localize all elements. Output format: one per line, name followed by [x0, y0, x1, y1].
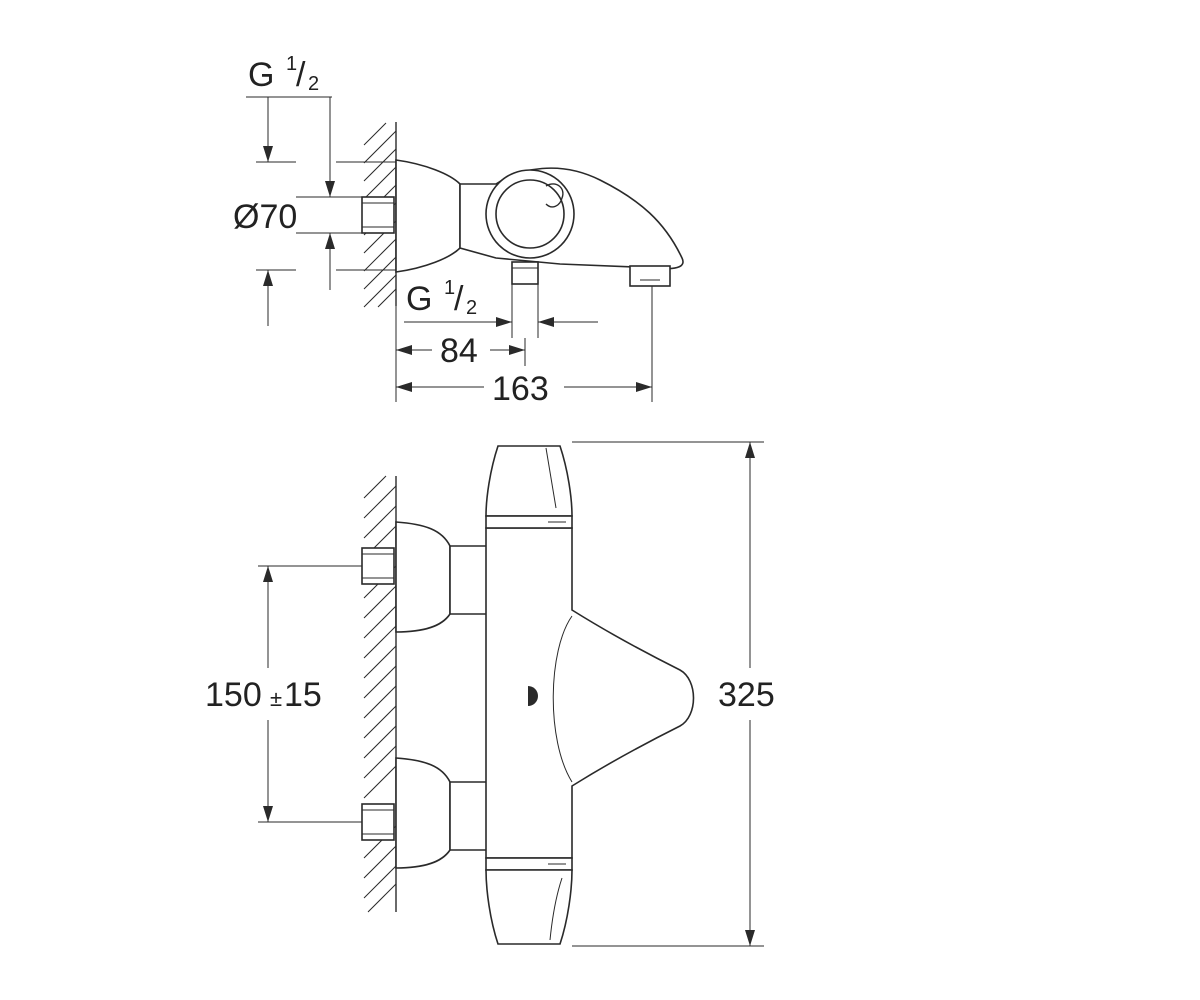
inlet-connector-upper	[361, 547, 395, 585]
top-view: G 1 / 2 Ø70 G 1 / 2 84	[233, 53, 684, 408]
handle-bottom-front	[485, 857, 573, 945]
thread-outlet-g: G	[406, 280, 432, 318]
svg-text:/: /	[454, 280, 464, 318]
thread-top-g: G	[248, 56, 274, 94]
outlet-offset-label: 84	[440, 332, 478, 370]
wall-front-view	[363, 475, 397, 913]
center-distance-pm: ±	[270, 686, 282, 711]
svg-text:/: /	[296, 56, 306, 94]
dimension-84: 84	[395, 306, 526, 402]
dimension-163: 163	[396, 286, 653, 408]
temperature-handle-top	[485, 169, 575, 259]
dimension-thread-outlet: G 1 / 2	[404, 277, 598, 338]
escutcheon-upper	[395, 521, 451, 633]
dimension-height: 325	[572, 441, 775, 947]
thread-outlet-den: 2	[466, 297, 477, 319]
center-distance-nominal: 150	[205, 676, 262, 714]
diameter-label: Ø70	[233, 198, 297, 236]
thread-top-num: 1	[286, 53, 297, 75]
inlet-connector-lower	[361, 803, 395, 841]
valve-body-front	[485, 527, 695, 859]
escutcheon-top	[395, 159, 461, 273]
front-view: 150 ± 15 325	[205, 441, 775, 947]
center-distance-tol: 15	[284, 676, 322, 714]
handle-top-front	[485, 445, 573, 529]
thread-top-den: 2	[308, 73, 319, 95]
depth-label: 163	[492, 370, 549, 408]
dimension-center-distance: 150 ± 15	[205, 565, 362, 823]
thread-outlet-num: 1	[444, 277, 455, 299]
dimension-thread-top: G 1 / 2	[246, 53, 396, 326]
height-label: 325	[718, 676, 775, 714]
escutcheon-lower	[395, 757, 451, 869]
inlet-connector-top	[361, 196, 395, 234]
diverter-indicator	[528, 686, 538, 706]
outlet-stub-top	[511, 261, 539, 285]
spout-top	[629, 265, 671, 287]
